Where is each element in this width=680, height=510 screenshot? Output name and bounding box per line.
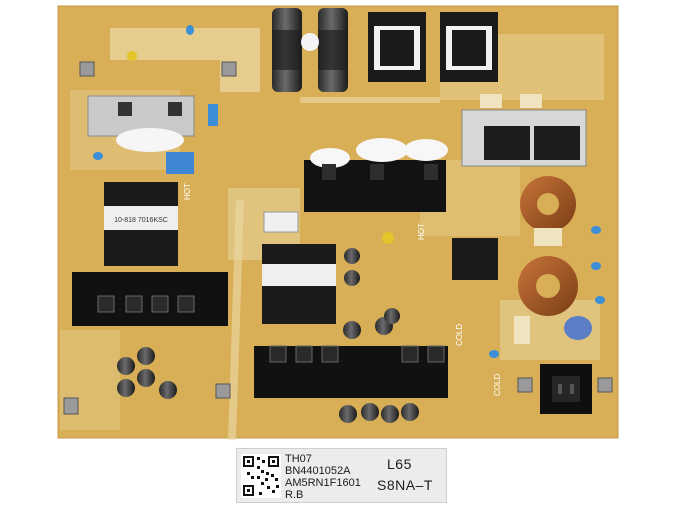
label-line-1: TH07 <box>285 453 312 465</box>
main-capacitors <box>272 8 348 92</box>
label-part-number: BN4401052A <box>285 465 351 477</box>
qr-code-icon <box>241 454 281 498</box>
middle-transformer <box>262 211 336 324</box>
left-black-heatsink <box>72 272 228 326</box>
blue-components <box>93 25 605 358</box>
bottom-black-heatsink <box>254 345 448 398</box>
label-size-code: L65 <box>387 456 412 472</box>
hot-mark-2: HOT <box>417 223 426 240</box>
product-label: TH07 BN4401052A AM5RN1F1601 R.B L65 S8NA… <box>236 448 447 503</box>
small-capacitors <box>117 248 419 423</box>
beige-components <box>127 51 562 344</box>
transformer-code-text: 10-818 7016KSC <box>114 217 168 224</box>
toroidal-coils <box>518 176 578 316</box>
relay <box>452 238 498 280</box>
left-aluminium-heatsink <box>87 95 195 152</box>
label-line-3: AM5RN1F1601 <box>285 477 361 489</box>
cold-mark-2: COLD <box>493 374 502 396</box>
hot-mark-1: HOT <box>183 183 192 200</box>
label-model-code: S8NA–T <box>377 477 433 493</box>
cold-mark-1: COLD <box>455 324 464 346</box>
board-silkscreen: HOT HOT COLD COLD <box>183 183 502 396</box>
right-aluminium-heatsink <box>461 109 587 167</box>
top-transformers <box>368 12 498 82</box>
center-heatsink <box>304 138 448 212</box>
left-transformer: 10-818 7016KSC <box>104 182 178 266</box>
label-line-4: R.B <box>285 489 304 501</box>
ac-power-socket <box>540 364 592 414</box>
